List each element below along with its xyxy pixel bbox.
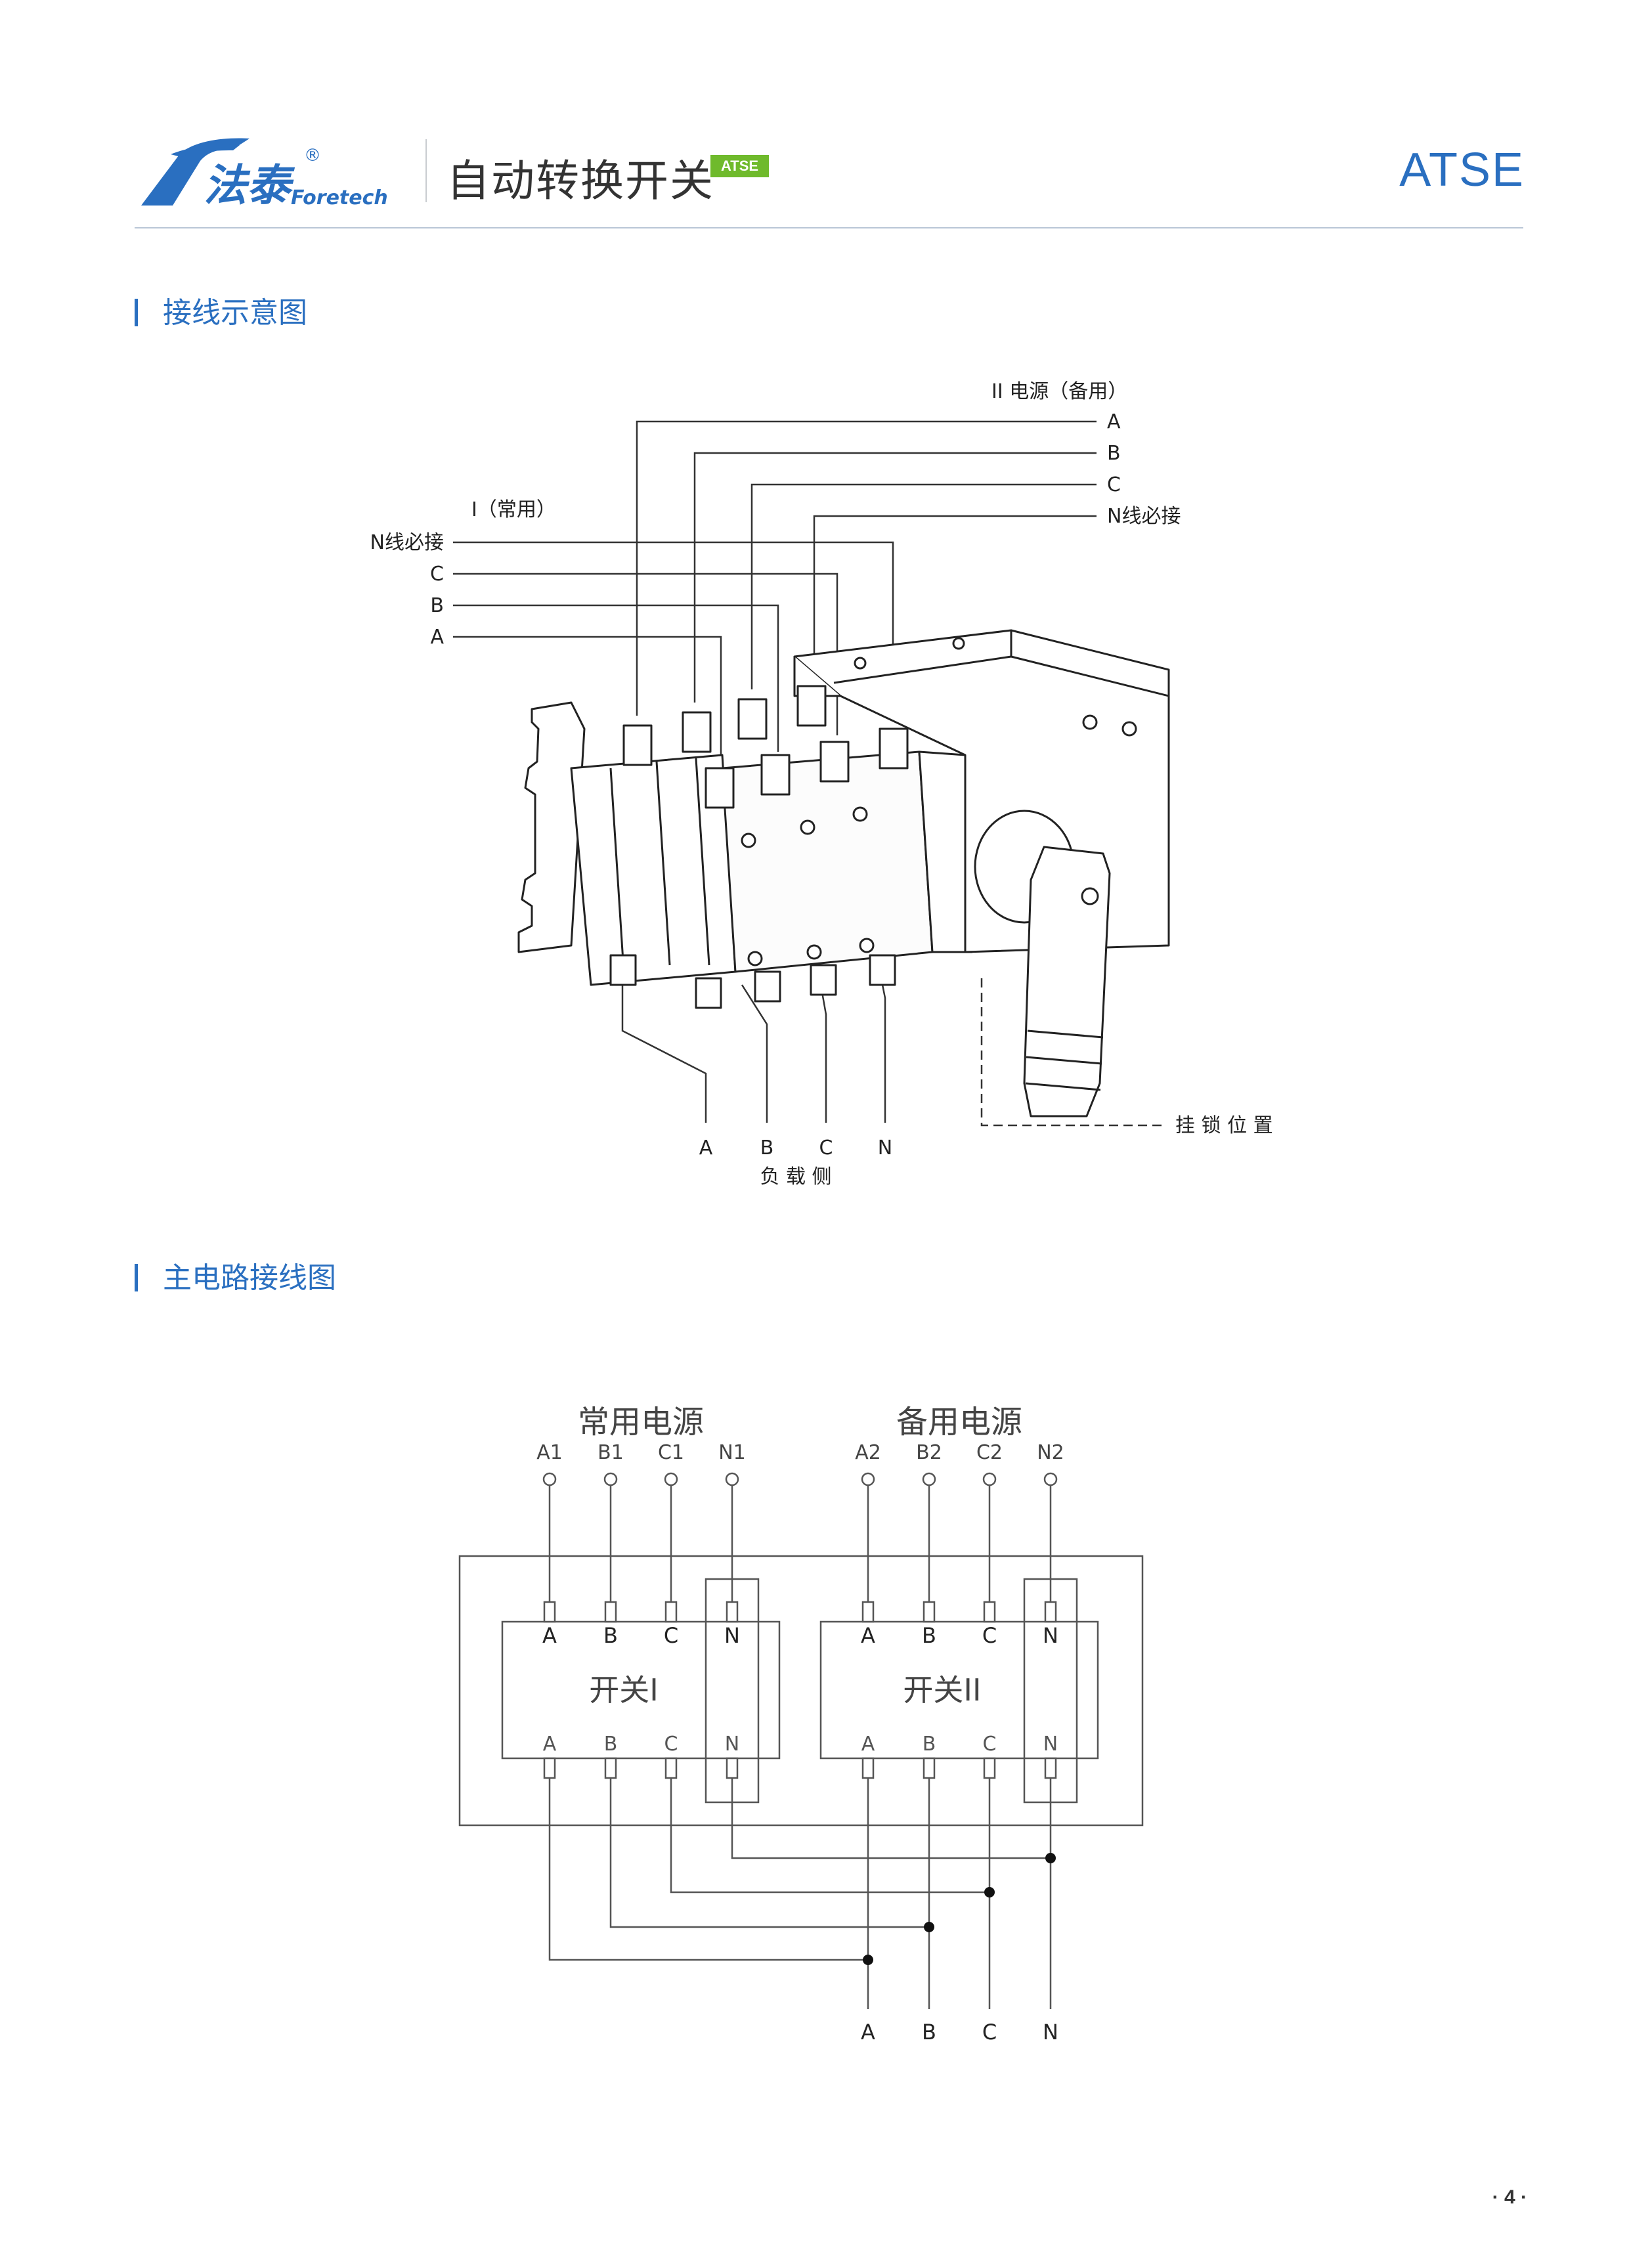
- switch2-pole-n-bottom: N: [1043, 1733, 1058, 1756]
- source1-label-c: C: [430, 563, 444, 586]
- terminal-b1: B1: [598, 1441, 624, 1464]
- load-label-a: A: [699, 1137, 713, 1160]
- switch2-pole-c-bottom: C: [983, 1733, 997, 1756]
- output-b: B: [922, 2020, 936, 2045]
- terminal-a1: A1: [536, 1441, 563, 1464]
- output-a: A: [861, 2020, 875, 2045]
- source1-label-a: A: [430, 626, 444, 649]
- header-rule: [135, 227, 1523, 228]
- switch1-pole-c-bottom: C: [664, 1733, 678, 1756]
- section-title-text: 接线示意图: [163, 296, 307, 330]
- terminal-c1: C1: [658, 1441, 684, 1464]
- terminal-c2: C2: [976, 1441, 1003, 1464]
- header-divider: [425, 139, 427, 202]
- logo-brand-en: Foretech: [291, 186, 388, 209]
- foretech-logo: 法泰 Foretech ®: [141, 138, 388, 211]
- switch2-label: 开关II: [903, 1672, 981, 1708]
- section-title-main-circuit: 主电路接线图: [135, 1254, 336, 1296]
- switch1-pole-b-top: B: [603, 1623, 618, 1648]
- switch2-pole-c-top: C: [982, 1623, 997, 1648]
- registered-mark: ®: [304, 146, 321, 165]
- section-marker: [135, 1264, 138, 1291]
- page-title: 自动转换开关: [446, 156, 714, 206]
- load-label-b: B: [760, 1137, 774, 1160]
- junction-dot-a: [863, 1955, 873, 1965]
- output-c: C: [982, 2020, 997, 2045]
- load-label-n: N: [878, 1137, 892, 1160]
- terminal-b2: B2: [916, 1441, 942, 1464]
- switch2-pole-b-bottom: B: [923, 1733, 936, 1756]
- page-number: · 4 ·: [1492, 2186, 1527, 2208]
- load-caption: 负 载 侧: [760, 1165, 831, 1188]
- source1-label-b: B: [430, 594, 444, 617]
- source2-label-b: B: [1107, 442, 1121, 465]
- title-badge: ATSE: [710, 155, 770, 177]
- source1-label-n: N线必接: [370, 531, 444, 554]
- switch2-pole-b-top: B: [922, 1623, 936, 1648]
- switch1-pole-a-top: A: [542, 1623, 557, 1648]
- switch2-pole-a-top: A: [861, 1623, 875, 1648]
- section-title-text: 主电路接线图: [163, 1261, 336, 1295]
- normal-source-title: 常用电源: [578, 1404, 704, 1441]
- junction-dot-c: [984, 1887, 995, 1897]
- switch1-pole-c-top: C: [664, 1623, 678, 1648]
- junction-dot-b: [924, 1922, 934, 1932]
- source2-title: II 电源（备用）: [991, 380, 1127, 403]
- logo-swoosh-icon: [141, 138, 250, 206]
- switch1-pole-n-top: N: [724, 1623, 740, 1648]
- standby-source-title: 备用电源: [896, 1404, 1022, 1441]
- terminal-n2: N2: [1037, 1441, 1064, 1464]
- logo-brand-cn: 法泰: [204, 160, 295, 211]
- section-marker: [135, 299, 138, 326]
- terminal-a2: A2: [855, 1441, 881, 1464]
- source1-title: I（常用）: [471, 498, 556, 521]
- switch1-label: 开关I: [589, 1672, 659, 1708]
- header-product-code: ATSE: [1399, 144, 1525, 196]
- junction-dot-n: [1045, 1853, 1056, 1863]
- source2-label-n: N线必接: [1107, 505, 1181, 528]
- padlock-label: 挂 锁 位 置: [1175, 1114, 1273, 1137]
- source2-label-a: A: [1107, 410, 1121, 433]
- switch1-pole-b-bottom: B: [604, 1733, 618, 1756]
- source2-label-c: C: [1107, 473, 1121, 496]
- switch2-pole-n-top: N: [1043, 1623, 1058, 1648]
- output-n: N: [1043, 2020, 1058, 2045]
- switch1-pole-a-bottom: A: [543, 1733, 557, 1756]
- load-label-c: C: [819, 1137, 833, 1160]
- section-title-wiring-sketch: 接线示意图: [135, 289, 307, 331]
- switch2-pole-a-bottom: A: [861, 1733, 875, 1756]
- switch1-pole-n-bottom: N: [725, 1733, 739, 1756]
- terminal-n1: N1: [718, 1441, 746, 1464]
